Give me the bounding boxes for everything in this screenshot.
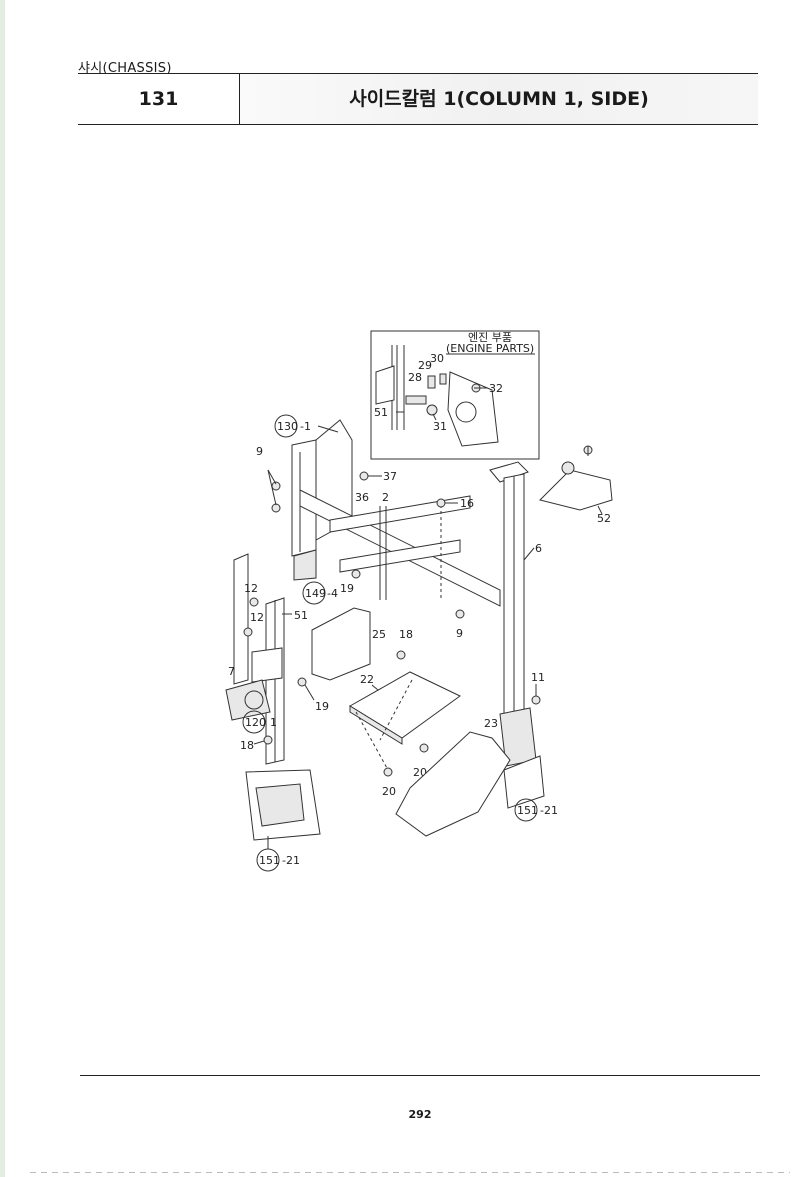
callout-19-upper: 19 <box>340 582 354 595</box>
callout-9-right: 9 <box>456 627 463 640</box>
linkage-assembly-52 <box>539 469 613 511</box>
callout-12-lower: 12 <box>250 611 264 624</box>
callout-36: 36 <box>355 491 369 504</box>
scan-artifact <box>30 1172 790 1173</box>
title-background <box>240 74 758 124</box>
header-top-rule <box>78 73 758 74</box>
callout-32: 32 <box>489 382 503 395</box>
side-column-lower-left <box>233 553 249 685</box>
callout-31: 31 <box>433 420 447 433</box>
side-panel-25 <box>311 607 371 681</box>
page-number: 292 <box>408 1108 432 1121</box>
callout-22: 22 <box>360 673 374 686</box>
callout-151-left-suffix: -21 <box>282 854 300 867</box>
callout-20-left: 20 <box>382 785 396 798</box>
callout-29: 29 <box>418 359 432 372</box>
callout-120: 120 <box>245 716 266 729</box>
callout-51-inset: 51 <box>374 406 388 419</box>
header-bottom-rule <box>78 124 758 125</box>
callout-130: 130 <box>277 420 298 433</box>
page-title: 사이드칼럼 1(COLUMN 1, SIDE) <box>349 88 649 110</box>
callout-18: 18 <box>399 628 413 641</box>
cross-member-upper <box>329 495 471 533</box>
inset-bracket <box>375 365 395 405</box>
callout-23: 23 <box>484 717 498 730</box>
callout-6: 6 <box>535 542 542 555</box>
callout-151-right: 151 <box>517 804 538 817</box>
floor-panel-23 <box>395 731 511 837</box>
figure-number: 131 <box>138 88 179 110</box>
callout-151-left: 151 <box>259 854 280 867</box>
callout-151-right-suffix: -21 <box>540 804 558 817</box>
callout-9-left: 9 <box>256 445 263 458</box>
motor-assembly <box>225 679 271 721</box>
callout-30: 30 <box>430 352 444 365</box>
callout-7: 7 <box>228 665 235 678</box>
inset-title-english: (ENGINE PARTS) <box>446 342 534 355</box>
callout-130-suffix: -1 <box>300 420 311 433</box>
callout-2: 2 <box>382 491 389 504</box>
callout-25: 25 <box>372 628 386 641</box>
section-label: 샤시(CHASSIS) <box>78 61 172 76</box>
callout-18-left: 18 <box>240 739 254 752</box>
callout-16: 16 <box>460 497 474 510</box>
callout-51-lower: 51 <box>294 609 308 622</box>
footer-rule <box>80 1075 760 1076</box>
callout-37: 37 <box>383 470 397 483</box>
callout-12-upper: 12 <box>244 582 258 595</box>
scan-edge <box>0 0 5 1177</box>
callout-19-lower: 19 <box>315 700 329 713</box>
callout-120-suffix: 1 <box>270 716 277 729</box>
callout-52: 52 <box>597 512 611 525</box>
callout-11: 11 <box>531 671 545 684</box>
callout-28: 28 <box>408 371 422 384</box>
header-divider <box>239 74 240 124</box>
engine-parts-inset-frame <box>370 330 540 460</box>
callout-149: 149 <box>305 587 326 600</box>
callout-149-suffix: -4 <box>327 587 338 600</box>
engine-mount-plate <box>447 371 499 447</box>
inset-title-korean: 엔진 부품 <box>468 331 512 344</box>
